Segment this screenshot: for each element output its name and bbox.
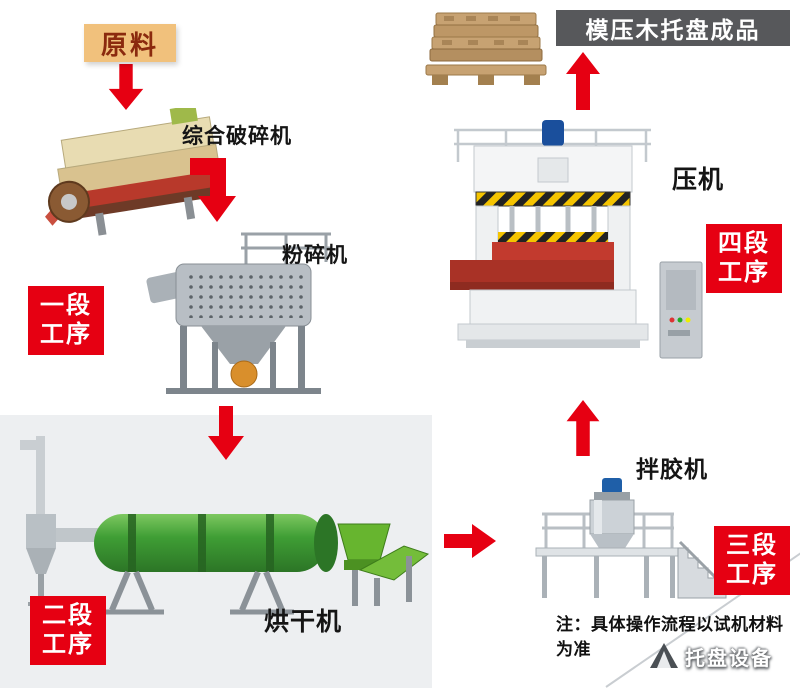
press-image [446,114,706,399]
crusher-label: 综合破碎机 [182,125,292,148]
stage-badge-4-line2: 工序 [718,259,770,287]
pulverizer-label: 粉碎机 [282,244,348,267]
stage-badge-3: 三段 工序 [714,526,790,595]
arrow-elbow-crusher-to-pulverizer [190,158,242,222]
arrow-up-press-to-product [566,52,600,110]
stage-badge-1: 一段 工序 [28,286,104,355]
stage-badge-3-line2: 工序 [726,561,778,589]
stage-badge-4: 四段 工序 [706,224,782,293]
brand-logo-icon [648,640,680,672]
mixer-image [524,476,729,606]
brand-watermark-text: 托盘设备 [685,647,773,670]
arrow-down-pulverizer-to-dryer [208,406,244,460]
product-title: 模压木托盘成品 [556,10,790,46]
arrow-down-raw-to-crusher [108,64,144,110]
pallet-stack-image [422,5,557,95]
pulverizer-image [146,222,336,407]
stage-badge-1-line2: 工序 [40,321,92,349]
control-cabinet [659,261,703,359]
arrow-right-dryer-to-mixer [444,524,496,558]
arrow-up-mixer-to-press [566,400,600,456]
note-text: 注：具体操作流程以试机材料为准 [556,615,784,659]
stage-badge-2: 二段 工序 [30,596,106,665]
stage-badge-4-line1: 四段 [718,230,770,257]
stage-badge-2-line2: 工序 [42,631,94,659]
stage-badge-2-line1: 二段 [42,602,94,629]
dryer-image [8,428,430,623]
stage-badge-3-line1: 三段 [726,532,778,559]
brand-watermark: 托盘设备 [648,640,773,672]
mixer-label: 拌胶机 [636,456,708,482]
raw-material-label: 原料 [84,24,176,62]
dryer-label: 烘干机 [264,608,343,636]
stage-badge-1-line1: 一段 [40,292,92,319]
press-label: 压机 [672,166,725,194]
crusher-image [30,108,235,243]
